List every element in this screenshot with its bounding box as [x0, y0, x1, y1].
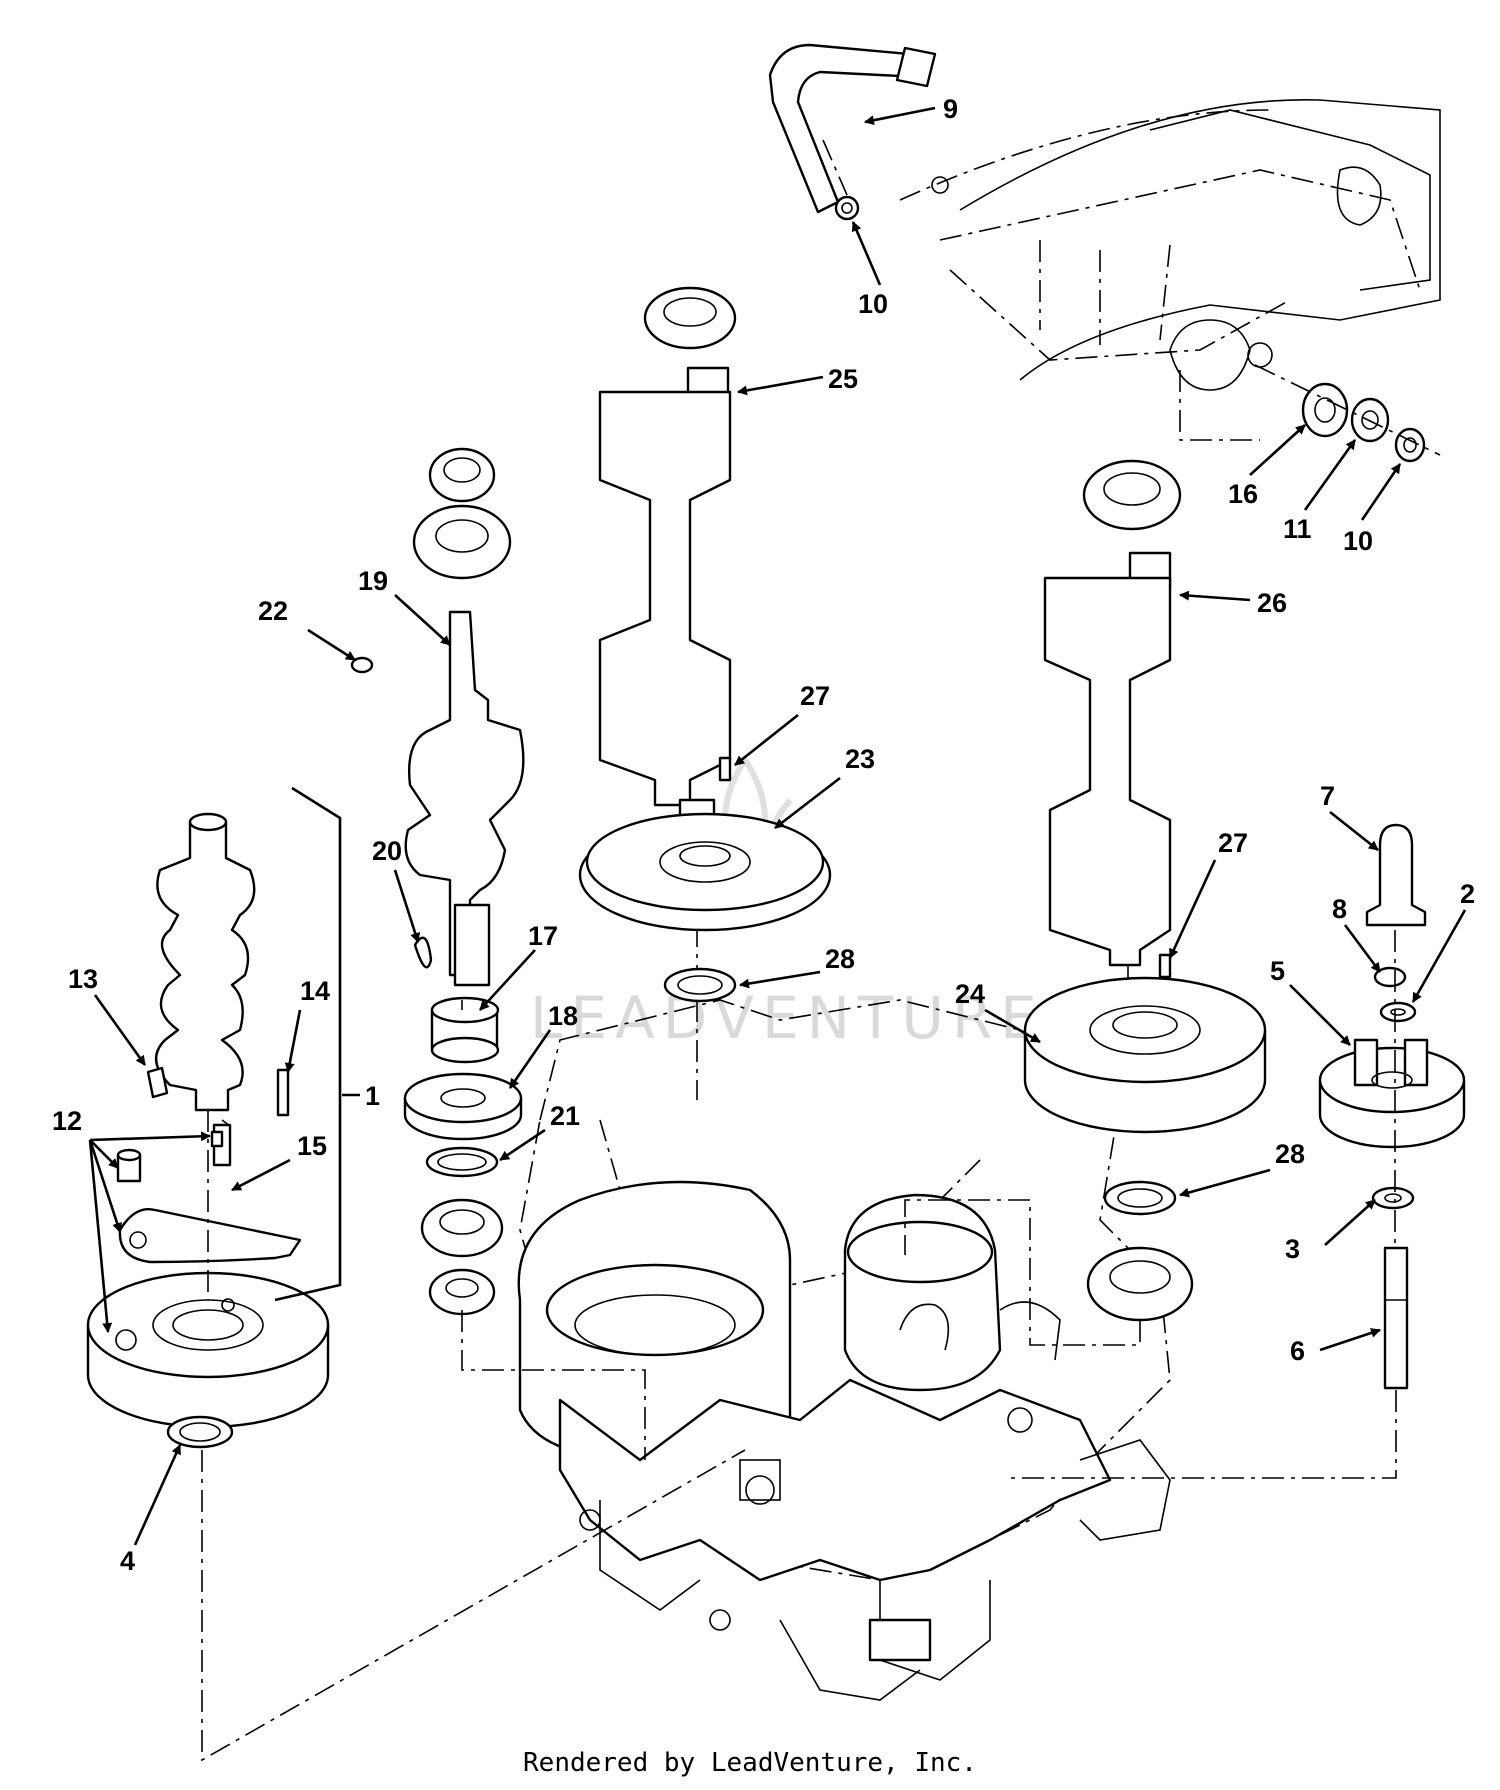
shaft-6 [1383, 1246, 1409, 1390]
callout-11: 11 [1283, 514, 1312, 544]
callout-5: 5 [1270, 956, 1285, 986]
bearing-right-lower [1086, 1246, 1194, 1322]
callout-23: 23 [845, 744, 875, 774]
callout-10: 10 [858, 289, 888, 319]
transmission-housing [899, 99, 1441, 441]
footer-credit: Rendered by LeadVenture, Inc. [523, 1748, 977, 1778]
watermark-text: LEADVENTURE [530, 984, 1045, 1052]
callout-26: 26 [1257, 588, 1287, 618]
callout-27-center: 27 [800, 681, 830, 711]
gear-18 [403, 1072, 523, 1141]
key-13 [146, 1066, 169, 1099]
gear-23 [578, 812, 832, 932]
key-27-center [718, 756, 732, 782]
washer-4 [166, 1415, 234, 1449]
washer-21 [425, 1146, 499, 1178]
callout-25: 25 [828, 364, 858, 394]
plug-7 [1365, 823, 1427, 927]
bearing-right-upper [1082, 459, 1182, 531]
washer-3 [1371, 1186, 1415, 1210]
governor-gear-5 [1318, 1038, 1466, 1149]
callout-20: 20 [372, 836, 402, 866]
leader-lines [88, 106, 1467, 1546]
callout-1: 1 [365, 1081, 380, 1111]
callout-27-right: 27 [1218, 828, 1248, 858]
governor-arm [118, 1208, 302, 1264]
callout-4: 4 [120, 1546, 135, 1576]
callout-19: 19 [358, 566, 388, 596]
bearing-left-lower [420, 1198, 504, 1316]
shaft-seal-stack [1254, 364, 1441, 463]
assembly-lines [201, 139, 1397, 1762]
gear-17 [430, 996, 500, 1064]
callout-18: 18 [548, 1001, 578, 1031]
bearing-top-center [643, 286, 737, 350]
camshaft-assembly-1 [155, 812, 256, 1112]
callout-16: 16 [1228, 479, 1258, 509]
washer-28-right [1103, 1180, 1177, 1216]
callout-labels: 9 10 25 16 11 10 26 19 22 27 23 27 20 7 … [52, 94, 1475, 1576]
callout-28-right: 28 [1275, 1139, 1305, 1169]
watermark: LEADVENTURE [530, 754, 1045, 1052]
callout-8: 8 [1332, 894, 1347, 924]
washer-2 [1379, 1001, 1417, 1023]
breather-tube [768, 43, 949, 214]
gear-24 [1023, 976, 1267, 1134]
key-27-right [1158, 953, 1172, 979]
ball-22 [350, 656, 374, 674]
callout-12: 12 [52, 1106, 82, 1136]
crankshaft-19 [404, 610, 525, 987]
key-20 [413, 936, 433, 969]
callout-6: 6 [1290, 1336, 1305, 1366]
callout-21: 21 [550, 1101, 580, 1131]
callout-9: 9 [943, 94, 958, 124]
bracket-1 [274, 786, 342, 1302]
callout-2: 2 [1460, 879, 1475, 909]
clip-upper [834, 195, 860, 221]
callout-10-right: 10 [1343, 526, 1373, 556]
callout-14: 14 [300, 976, 330, 1006]
callout-15: 15 [297, 1131, 327, 1161]
callout-24: 24 [955, 979, 985, 1009]
shaft-25 [598, 366, 732, 1000]
pin-14 [276, 1068, 290, 1117]
washer-28-center [663, 967, 737, 1003]
callout-22: 22 [258, 596, 288, 626]
bearing-left-upper [412, 447, 512, 580]
callout-7: 7 [1320, 781, 1335, 811]
callout-13: 13 [68, 964, 98, 994]
gear-case-housing [517, 999, 1171, 1701]
clip-8 [1373, 966, 1407, 988]
cam-gear [86, 1271, 330, 1429]
callout-28-center: 28 [825, 944, 855, 974]
callout-3: 3 [1285, 1234, 1300, 1264]
callout-17: 17 [528, 921, 558, 951]
